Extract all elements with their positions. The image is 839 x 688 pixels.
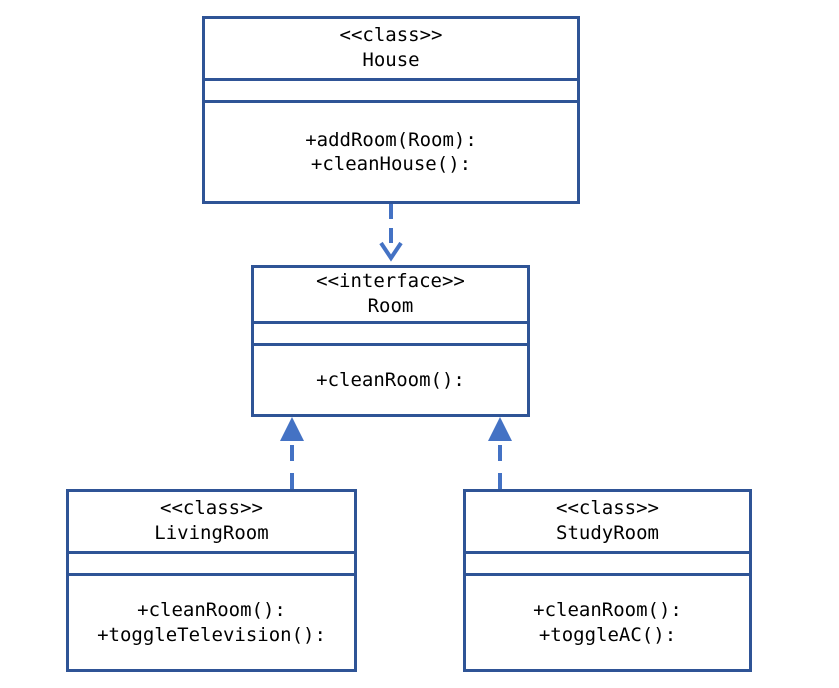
class-header-studyroom: <<class>> StudyRoom: [466, 492, 749, 554]
connector-studyroom-to-room[interactable]: [488, 417, 512, 489]
class-operations-studyroom: +cleanRoom(): +toggleAC():: [466, 576, 749, 669]
class-operations-livingroom: +cleanRoom(): +toggleTelevision():: [69, 576, 354, 669]
class-stereotype: <<interface>>: [316, 270, 465, 293]
connector-livingroom-to-room[interactable]: [280, 417, 304, 489]
operation-item: +addRoom(Room):: [305, 128, 477, 151]
class-header-house: <<class>> House: [205, 19, 577, 81]
class-name: StudyRoom: [556, 521, 659, 544]
operation-item: +toggleTelevision():: [97, 623, 326, 646]
class-name: LivingRoom: [154, 521, 269, 544]
class-header-livingroom: <<class>> LivingRoom: [69, 492, 354, 554]
class-attributes-livingroom: [69, 554, 354, 576]
open-arrowhead-icon: [379, 241, 403, 262]
class-header-room: <<interface>> Room: [254, 268, 527, 324]
class-attributes-house: [205, 81, 577, 103]
operation-item: +cleanRoom():: [316, 368, 465, 391]
class-box-studyroom[interactable]: <<class>> StudyRoom +cleanRoom(): +toggl…: [463, 489, 752, 672]
class-operations-room: +cleanRoom():: [254, 346, 527, 414]
class-box-house[interactable]: <<class>> House +addRoom(Room): +cleanHo…: [202, 16, 580, 204]
class-name: House: [362, 48, 420, 71]
class-stereotype: <<class>>: [556, 497, 659, 520]
connector-house-to-room[interactable]: [379, 204, 403, 262]
triangle-arrowhead-icon: [280, 417, 304, 441]
class-attributes-room: [254, 324, 527, 346]
operation-item: +cleanRoom():: [137, 599, 286, 622]
class-attributes-studyroom: [466, 554, 749, 576]
triangle-arrowhead-icon: [488, 417, 512, 441]
class-name: Room: [367, 294, 414, 317]
class-stereotype: <<class>>: [160, 497, 263, 520]
operation-item: +toggleAC():: [538, 623, 677, 646]
operation-item: +cleanRoom():: [533, 599, 682, 622]
class-box-room[interactable]: <<interface>> Room +cleanRoom():: [251, 265, 530, 417]
class-box-livingroom[interactable]: <<class>> LivingRoom +cleanRoom(): +togg…: [66, 489, 357, 672]
operation-item: +cleanHouse():: [310, 153, 472, 175]
class-operations-house: +addRoom(Room): +cleanHouse():: [205, 103, 577, 201]
class-stereotype: <<class>>: [339, 24, 443, 47]
